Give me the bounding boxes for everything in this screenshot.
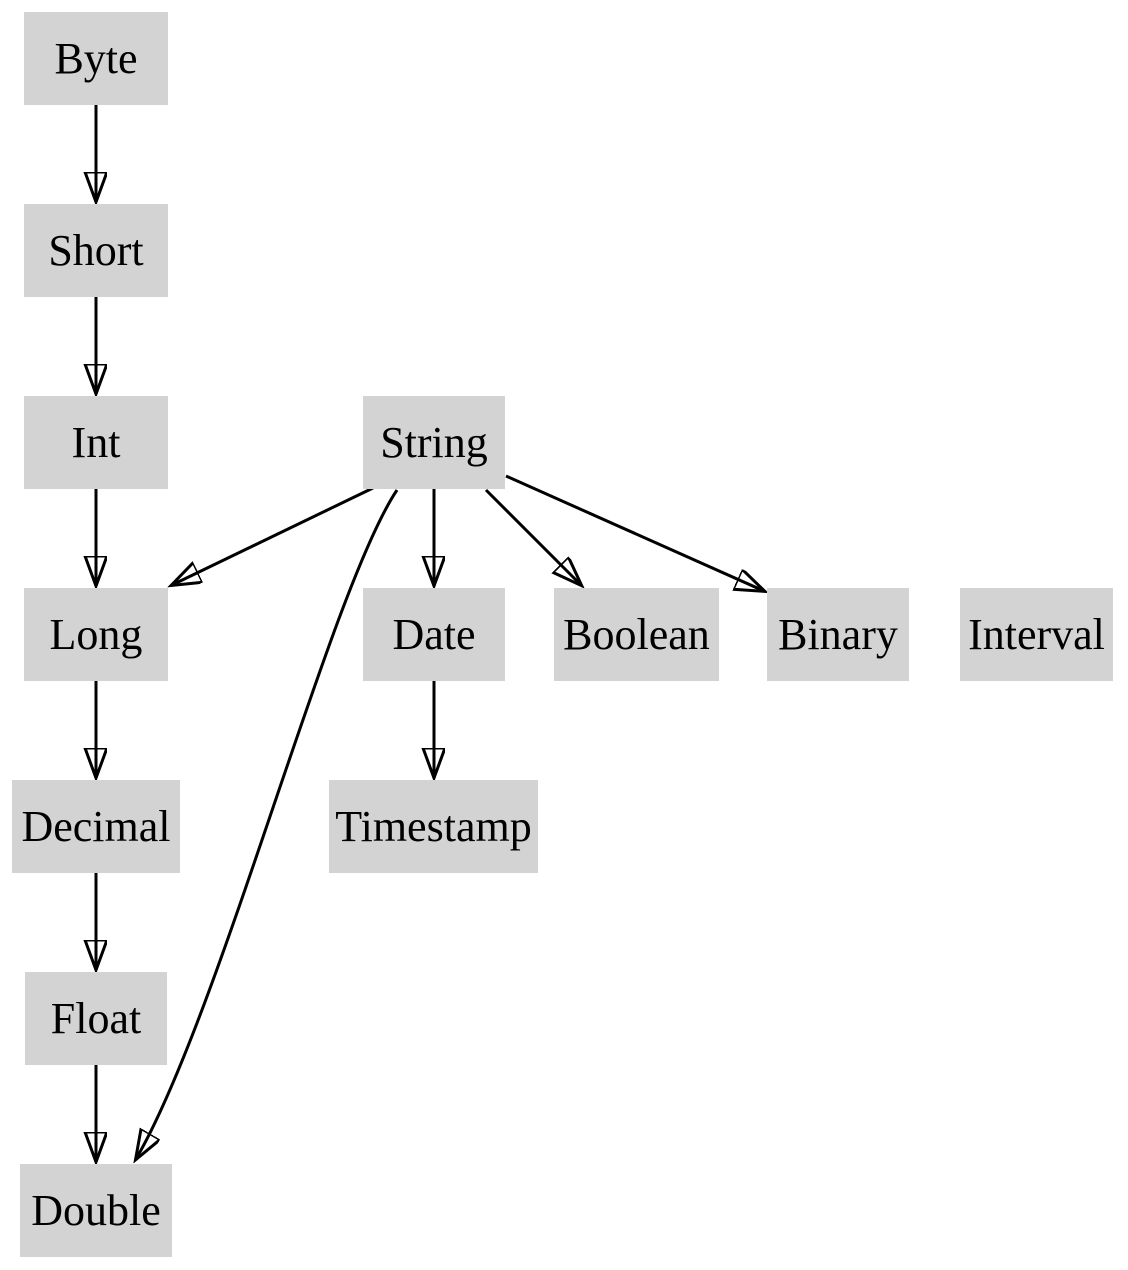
node-float: Float	[25, 972, 167, 1065]
node-string-label: String	[380, 418, 488, 467]
node-timestamp-label: Timestamp	[335, 802, 532, 851]
node-byte-label: Byte	[54, 34, 138, 83]
node-binary: Binary	[767, 588, 909, 681]
node-interval: Interval	[960, 588, 1113, 681]
node-boolean: Boolean	[554, 588, 719, 681]
edge-string-binary	[505, 474, 764, 591]
node-short: Short	[24, 204, 168, 297]
node-int-label: Int	[71, 418, 121, 467]
node-long-label: Long	[49, 610, 143, 659]
edge-string-boolean	[484, 488, 581, 585]
node-decimal-label: Decimal	[21, 802, 171, 851]
node-short-label: Short	[48, 226, 144, 275]
node-string: String	[363, 396, 505, 489]
node-binary-label: Binary	[778, 610, 898, 659]
node-double: Double	[20, 1164, 172, 1257]
node-float-label: Float	[50, 994, 142, 1043]
node-date: Date	[363, 588, 505, 681]
node-timestamp: Timestamp	[329, 780, 538, 873]
edge-string-long	[172, 486, 374, 585]
node-double-label: Double	[31, 1186, 161, 1235]
node-decimal: Decimal	[12, 780, 180, 873]
node-date-label: Date	[392, 610, 476, 659]
node-int: Int	[24, 396, 168, 489]
node-interval-label: Interval	[968, 610, 1105, 659]
node-long: Long	[24, 588, 168, 681]
node-boolean-label: Boolean	[563, 610, 710, 659]
node-byte: Byte	[24, 12, 168, 105]
